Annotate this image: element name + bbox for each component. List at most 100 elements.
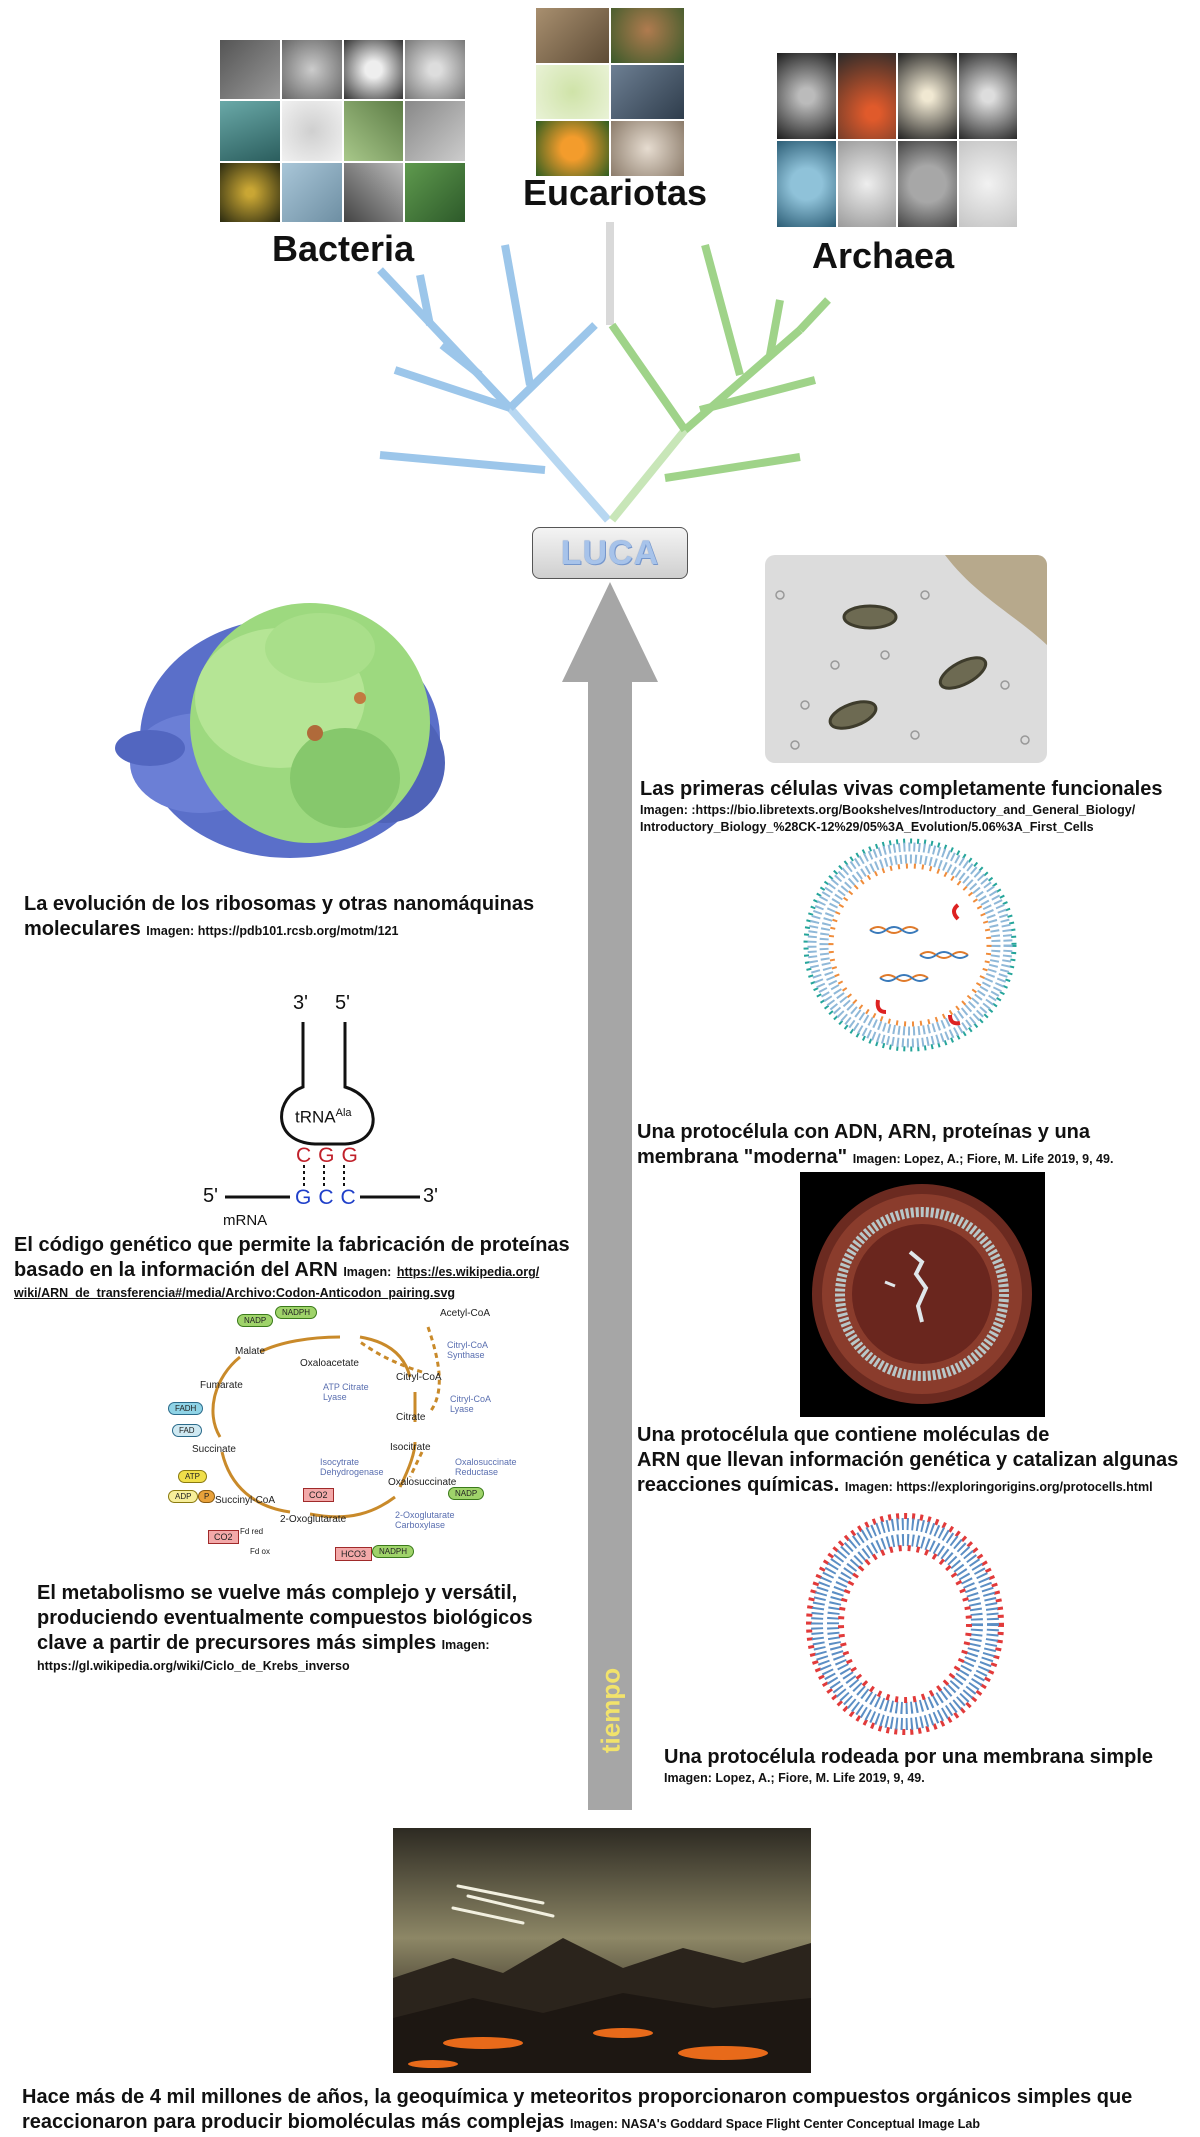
simple-protocell-image <box>806 1513 1004 1735</box>
krebs-cofactor-fad: FAD <box>172 1424 202 1437</box>
early-earth-caption-line2: reaccionaron para producir biomoléculas … <box>22 2111 565 2133</box>
anticodon-base-1: C <box>296 1144 319 1167</box>
branch-bacteria-3 <box>439 341 483 379</box>
krebs-cofactor-p: P <box>198 1490 216 1503</box>
krebs-node-succinate: Succinate <box>192 1444 236 1455</box>
ribosome-caption-line2: moleculares <box>24 918 141 940</box>
tree-of-life-branches <box>377 222 831 523</box>
trna-credit-prefix: Imagen: <box>343 1265 392 1279</box>
trna-credit-link1[interactable]: https://es.wikipedia.org/ <box>396 1265 540 1279</box>
branch-bacteria-4 <box>416 274 434 326</box>
rna-protocell-image <box>800 1172 1045 1417</box>
rna-protocell-caption: Una protocélula que contiene moléculas d… <box>637 1423 1197 1500</box>
branch-archaea-main <box>682 326 803 434</box>
krebs-credit: https://gl.wikipedia.org/wiki/Ciclo_de_K… <box>37 1659 350 1673</box>
branch-archaea-3 <box>797 297 831 333</box>
krebs-enzyme-citryl-coa-synthase: Citryl-CoA Synthase <box>447 1340 488 1360</box>
trna-structure <box>225 1022 420 1199</box>
krebs-cofactor-fd-red: Fd red <box>240 1527 264 1536</box>
krebs-node-citryl-coa: Citryl-CoA <box>396 1372 442 1383</box>
trna-caption-line1: El código genético que permite la fabric… <box>14 1234 570 1256</box>
branch-bacteria-2 <box>393 366 512 412</box>
krebs-cofactor-nadph: NADPH <box>275 1306 318 1319</box>
ribosome-credit: Imagen: https://pdb101.rcsb.org/motm/121 <box>146 924 399 938</box>
krebs-cofactor-fadh: FADH <box>168 1402 204 1415</box>
branch-bacteria-trunk <box>506 405 612 523</box>
krebs-cofactor-adp: ADP <box>168 1490 199 1503</box>
krebs-node-malate: Malate <box>235 1346 266 1357</box>
trna-diagram: 3' 5' tRNAAla CGG GCC 5' 3' mRNA <box>195 992 455 1232</box>
krebs-cofactor-hco3: HCO3 <box>335 1547 373 1561</box>
luca-label: LUCA <box>560 533 660 572</box>
krebs-enzyme-citryl-coa-lyase: Citryl-CoA Lyase <box>450 1394 491 1414</box>
time-arrow <box>562 582 658 1810</box>
codon-base-1: G <box>295 1186 319 1209</box>
codon-base-3: C <box>340 1186 363 1209</box>
krebs-cofactor-nadp: NADP <box>237 1314 274 1327</box>
krebs-caption-line2: produciendo eventualmente compuestos bio… <box>37 1607 533 1629</box>
mrna-3prime: 3' <box>423 1185 438 1207</box>
krebs-caption-line3: clave a partir de precursores más simple… <box>37 1632 437 1654</box>
rna-protocell-caption-line3: reacciones químicas. <box>637 1474 840 1496</box>
branch-archaea-1 <box>664 453 801 482</box>
mrna-5prime: 5' <box>203 1185 218 1207</box>
rna-protocell-caption-line1: Una protocélula que contiene moléculas d… <box>637 1424 1050 1446</box>
codon: GCC <box>295 1186 363 1210</box>
modern-protocell-caption: Una protocélula con ADN, ARN, proteínas … <box>637 1120 1197 1172</box>
first-cells-credit-line2: Introductory_Biology_%28CK-12%29/05%3A_E… <box>640 820 1094 834</box>
archaea-image-collage <box>777 53 1017 227</box>
krebs-cofactor-co2-left: CO2 <box>208 1530 239 1544</box>
krebs-enzyme-isocitrate-dehydrogenase: Isocytrate Dehydrogenase <box>320 1457 384 1477</box>
first-cells-caption-text: Las primeras células vivas completamente… <box>640 778 1163 800</box>
first-cells-credit-line1: Imagen: :https://bio.libretexts.org/Book… <box>640 803 1136 817</box>
krebs-node-acetyl-coa: Acetyl-CoA <box>440 1308 491 1319</box>
simple-protocell-caption-text: Una protocélula rodeada por una membrana… <box>664 1746 1154 1768</box>
branch-bacteria-1 <box>379 451 546 474</box>
codon-base-2: C <box>318 1186 341 1209</box>
trna-caption-line2: basado en la información del ARN <box>14 1259 338 1281</box>
early-earth-image <box>393 1828 811 2073</box>
early-earth-caption-line1: Hace más de 4 mil millones de años, la g… <box>22 2086 1133 2108</box>
early-earth-credit: Imagen: NASA's Goddard Space Flight Cent… <box>569 2117 980 2131</box>
branch-bacteria-6 <box>501 244 534 386</box>
modern-protocell-caption-line2: membrana "moderna" <box>637 1146 848 1168</box>
bacteria-image-collage <box>220 40 465 222</box>
trna-credit-link2[interactable]: wiki/ARN_de_transferencia#/media/Archivo… <box>14 1286 456 1300</box>
ribosome-image <box>115 603 445 858</box>
archaea-label: Archaea <box>812 235 955 276</box>
bacteria-label: Bacteria <box>272 228 415 269</box>
krebs-node-oxalosuccinate: Oxalosuccinate <box>388 1477 457 1488</box>
krebs-caption-line1: El metabolismo se vuelve más complejo y … <box>37 1582 518 1604</box>
krebs-node-2-oxoglutarate: 2-Oxoglutarate <box>280 1514 347 1525</box>
luca-box: LUCA <box>532 527 688 579</box>
krebs-node-citrate: Citrate <box>396 1412 426 1423</box>
trna-5prime-top: 5' <box>335 992 350 1014</box>
ribosome-caption: La evolución de los ribosomas y otras na… <box>24 892 584 944</box>
krebs-node-isocitrate: Isocitrate <box>390 1442 431 1453</box>
branch-archaea-4 <box>766 299 784 356</box>
anticodon: CGG <box>296 1144 365 1168</box>
krebs-arrows <box>211 1326 441 1519</box>
branch-archaea-2 <box>698 376 817 414</box>
reverse-krebs-cycle-diagram: Oxaloacetate Acetyl-CoA Citryl-CoA Citra… <box>160 1302 560 1572</box>
krebs-credit-prefix: Imagen: <box>441 1638 490 1652</box>
krebs-enzyme-oxalosuccinate-reductase: Oxalosuccinate Reductase <box>455 1457 517 1477</box>
trna-3prime-top: 3' <box>293 992 308 1014</box>
time-label: tiempo <box>595 1667 626 1754</box>
modern-protocell-caption-line1: Una protocélula con ADN, ARN, proteínas … <box>637 1121 1091 1143</box>
branch-bacteria-5 <box>507 322 598 411</box>
first-cells-micrograph <box>765 555 1047 763</box>
krebs-cofactor-atp: ATP <box>178 1470 207 1483</box>
modern-protocell-image <box>803 838 1017 1052</box>
simple-protocell-caption: Una protocélula rodeada por una membrana… <box>664 1745 1194 1787</box>
branch-archaea-6 <box>608 322 689 433</box>
branch-bacteria-main <box>377 267 513 411</box>
rna-protocell-credit: Imagen: https://exploringorigins.org/pro… <box>844 1480 1153 1494</box>
anticodon-base-2: G <box>318 1144 342 1167</box>
mrna-label: mRNA <box>223 1212 268 1229</box>
krebs-node-succinyl-coa: Succinyl-CoA <box>215 1495 276 1506</box>
early-earth-caption: Hace más de 4 mil millones de años, la g… <box>22 2085 1197 2137</box>
branch-archaea-5 <box>701 243 744 377</box>
first-cells-caption: Las primeras células vivas completamente… <box>640 777 1200 836</box>
trna-label-text: tRNA <box>295 1107 336 1127</box>
